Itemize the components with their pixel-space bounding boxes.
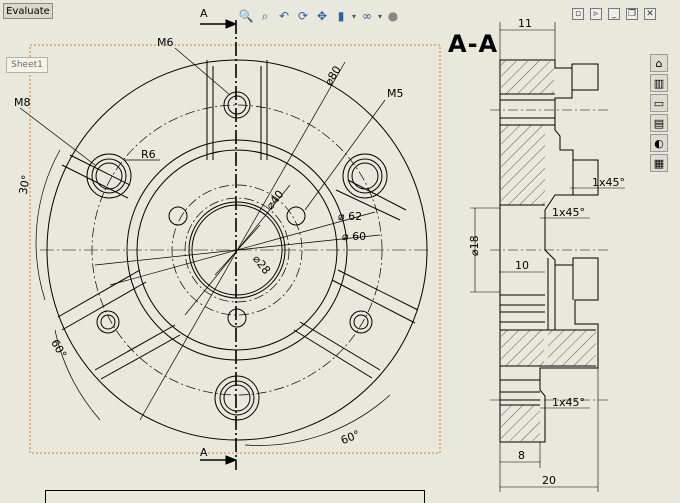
display-style-icon[interactable]: ▮ xyxy=(337,9,345,23)
zoom-area-icon[interactable]: ⌕ xyxy=(261,8,269,23)
pan-icon[interactable]: ✥ xyxy=(316,9,328,23)
folder-icon[interactable]: ▭ xyxy=(650,94,668,112)
section-title: A-A xyxy=(448,30,499,58)
dim-d40[interactable]: ⌀40 xyxy=(263,188,286,212)
heads-up-toolbar: 🔍 ⌕ ↶ ⟳ ✥ ▮ ▾ ∞ ▾ ● xyxy=(238,5,401,27)
hide-show-icon[interactable]: ∞ xyxy=(362,9,373,23)
minimize-icon[interactable]: _ xyxy=(608,8,620,20)
dim-d60[interactable]: ⌀ 60 xyxy=(342,230,366,243)
tile-icon[interactable]: ▫ xyxy=(572,8,584,20)
home-icon[interactable]: ⌂ xyxy=(650,54,668,72)
title-block-edge xyxy=(45,490,425,503)
close-icon[interactable]: ✕ xyxy=(644,8,656,20)
dim-d80[interactable]: ⌀80 xyxy=(322,64,344,88)
appearance-icon[interactable]: ● xyxy=(387,9,399,23)
sheet-tab[interactable]: Sheet1 xyxy=(6,57,48,73)
window-controls: ▫ ▹ _ ❐ ✕ xyxy=(572,8,656,20)
dim-chamfer-3[interactable]: 1x45° xyxy=(552,396,585,409)
dim-w10[interactable]: 10 xyxy=(515,259,529,272)
cascade-icon[interactable]: ▹ xyxy=(590,8,602,20)
dim-d28[interactable]: ⌀28 xyxy=(250,253,273,277)
cut-label-top: A xyxy=(200,7,208,20)
dim-m6[interactable]: M6 xyxy=(157,36,174,49)
tools-icon[interactable]: ▥ xyxy=(650,74,668,92)
section-view xyxy=(470,22,625,492)
custom-properties-icon[interactable]: ▦ xyxy=(650,154,668,172)
palette-icon[interactable]: ▤ xyxy=(650,114,668,132)
dim-w20[interactable]: 20 xyxy=(542,474,556,487)
dim-a60-left[interactable]: 60° xyxy=(48,337,69,360)
dim-chamfer-2[interactable]: 1x45° xyxy=(552,206,585,219)
cut-label-bottom: A xyxy=(200,446,208,459)
rotate-icon[interactable]: ⟳ xyxy=(297,9,309,23)
restore-icon[interactable]: ❐ xyxy=(626,8,638,20)
dim-a30[interactable]: 30° xyxy=(17,174,33,195)
appearance-icon[interactable]: ◐ xyxy=(650,134,668,152)
evaluate-tab[interactable]: Evaluate xyxy=(3,3,53,19)
dim-m5[interactable]: M5 xyxy=(387,87,404,100)
dim-a60-bottom[interactable]: 60° xyxy=(339,428,362,447)
dim-d18[interactable]: ⌀18 xyxy=(468,235,481,256)
dropdown-arrow-icon[interactable]: ▾ xyxy=(352,11,357,21)
zoom-to-fit-icon[interactable]: 🔍 xyxy=(238,9,254,23)
front-view xyxy=(19,19,430,470)
dim-d62[interactable]: ⌀ 62 xyxy=(338,210,362,223)
dim-w11[interactable]: 11 xyxy=(518,17,532,30)
section-view-dimensions: 11 1x45° 1x45° ⌀18 10 1x45° 8 20 xyxy=(468,17,625,487)
dim-m8[interactable]: M8 xyxy=(14,96,31,109)
dropdown-arrow-icon[interactable]: ▾ xyxy=(378,11,383,21)
task-pane-tabs: ⌂ ▥ ▭ ▤ ◐ ▦ xyxy=(650,54,670,172)
sheet-boundary xyxy=(29,44,441,454)
front-view-dimensions: M6 M8 R6 M5 ⌀80 ⌀40 ⌀ 62 ⌀ 60 ⌀28 30° 60… xyxy=(14,7,404,459)
previous-view-icon[interactable]: ↶ xyxy=(278,9,290,23)
dim-chamfer-1[interactable]: 1x45° xyxy=(592,176,625,189)
dim-r6[interactable]: R6 xyxy=(141,148,156,161)
dim-w8[interactable]: 8 xyxy=(518,449,525,462)
